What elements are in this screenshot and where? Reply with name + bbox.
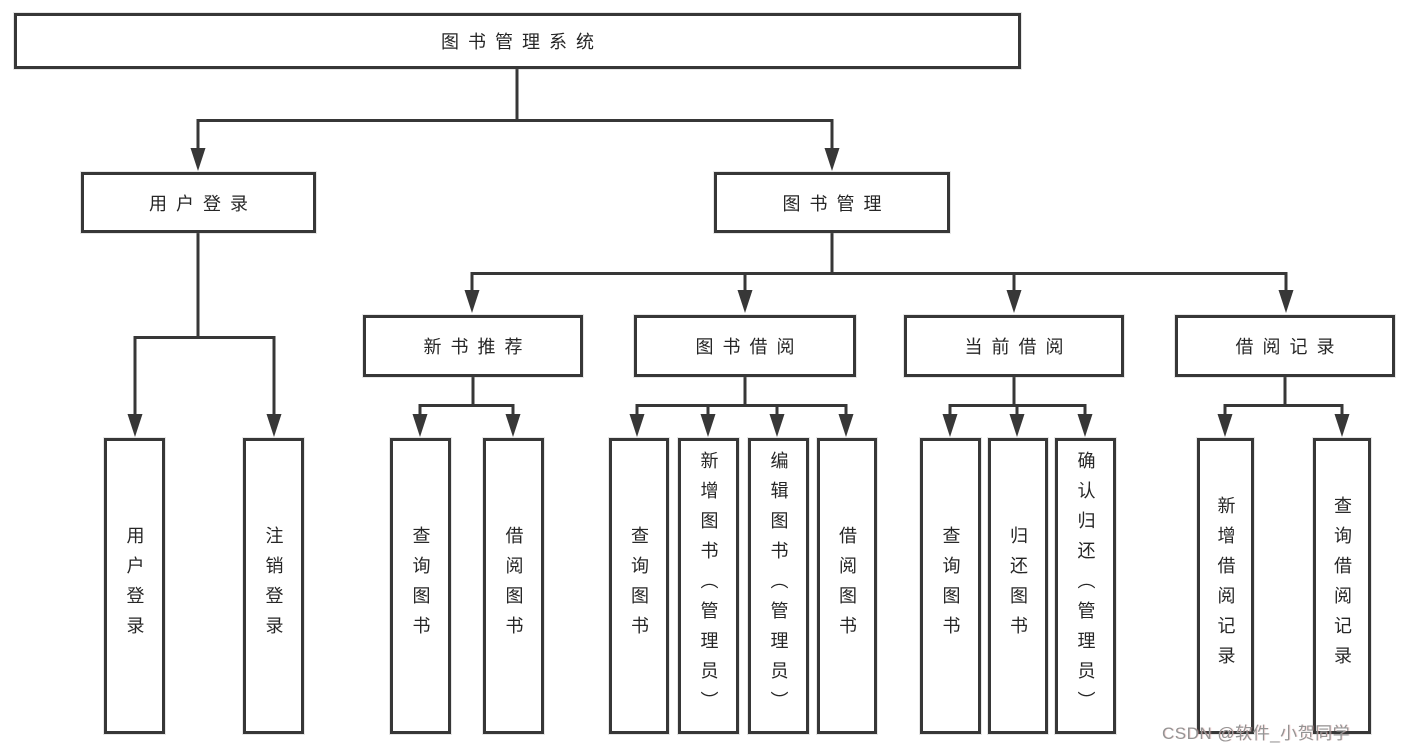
arrowhead bbox=[737, 290, 753, 313]
node-label: 查询借阅记录 bbox=[1332, 496, 1352, 676]
leaf-borrow-books: 借阅图书 bbox=[817, 438, 877, 734]
node-label: 查询图书 bbox=[410, 526, 431, 646]
arrowhead bbox=[1334, 414, 1350, 437]
leaf-edit-book-admin: 编辑图书（管理员） bbox=[748, 438, 809, 734]
node-user-login: 用户登录 bbox=[81, 172, 316, 233]
arrowhead bbox=[505, 414, 521, 437]
edge-bookborrow-to-leaves bbox=[635, 377, 848, 416]
arrowhead bbox=[1278, 290, 1294, 313]
node-label: 新增借阅记录 bbox=[1215, 496, 1236, 676]
leaf-borrow-books-recommend: 借阅图书 bbox=[483, 438, 544, 734]
node-label: 编辑图书（管理员） bbox=[768, 451, 789, 721]
node-label: 新增图书（管理员） bbox=[698, 451, 719, 721]
node-book-management: 图书管理 bbox=[714, 172, 950, 233]
edge-root-to-level1 bbox=[196, 68, 834, 150]
arrowhead bbox=[412, 414, 428, 437]
arrowhead bbox=[942, 414, 958, 437]
arrowhead bbox=[1009, 414, 1025, 437]
arrowhead bbox=[838, 414, 854, 437]
arrowhead bbox=[464, 290, 480, 313]
edge-bookmgmt-to-level2 bbox=[470, 233, 1288, 292]
leaf-query-books-recommend: 查询图书 bbox=[390, 438, 451, 734]
arrowhead bbox=[1006, 290, 1022, 313]
node-book-borrowing: 图书借阅 bbox=[634, 315, 856, 377]
leaf-query-books-borrowing: 查询图书 bbox=[609, 438, 669, 734]
node-label: 用户登录 bbox=[124, 526, 145, 646]
arrowhead bbox=[127, 414, 143, 437]
edge-userlogin-to-leaves bbox=[133, 233, 276, 416]
arrowhead bbox=[700, 414, 716, 437]
leaf-user-login: 用户登录 bbox=[104, 438, 165, 734]
arrowhead bbox=[190, 148, 206, 171]
node-label: 借阅图书 bbox=[503, 526, 524, 646]
arrowhead bbox=[769, 414, 785, 437]
node-borrow-records: 借阅记录 bbox=[1175, 315, 1395, 377]
node-label: 查询图书 bbox=[629, 526, 649, 646]
leaf-confirm-return-admin: 确认归还（管理员） bbox=[1055, 438, 1116, 734]
node-label: 注销登录 bbox=[263, 526, 284, 646]
node-current-borrowing: 当前借阅 bbox=[904, 315, 1124, 377]
node-new-book-recommend: 新书推荐 bbox=[363, 315, 583, 377]
arrowhead bbox=[266, 414, 282, 437]
leaf-query-borrow-record: 查询借阅记录 bbox=[1313, 438, 1371, 734]
leaf-add-borrow-record: 新增借阅记录 bbox=[1197, 438, 1254, 734]
arrowhead bbox=[1077, 414, 1093, 437]
node-label: 借阅图书 bbox=[837, 526, 857, 646]
leaf-return-books: 归还图书 bbox=[988, 438, 1048, 734]
node-label: 当前借阅 bbox=[964, 337, 1073, 357]
arrowhead bbox=[1217, 414, 1233, 437]
node-label: 用户登录 bbox=[149, 193, 257, 214]
leaf-add-book-admin: 新增图书（管理员） bbox=[678, 438, 739, 734]
node-library-system: 图书管理系统 bbox=[14, 13, 1021, 69]
leaf-query-books-current: 查询图书 bbox=[920, 438, 981, 734]
node-label: 图书管理 bbox=[782, 193, 891, 214]
node-label: 图书借阅 bbox=[695, 337, 804, 357]
arrowhead bbox=[629, 414, 645, 437]
arrowhead bbox=[824, 148, 840, 171]
node-label: 新书推荐 bbox=[423, 337, 532, 357]
edge-newbook-to-leaves bbox=[418, 377, 515, 416]
edge-currentborrow-to-leaves bbox=[948, 377, 1087, 416]
node-label: 确认归还（管理员） bbox=[1075, 451, 1096, 721]
edge-borrowrecord-to-leaves bbox=[1223, 377, 1344, 416]
node-label: 查询图书 bbox=[940, 526, 961, 646]
leaf-logout: 注销登录 bbox=[243, 438, 304, 734]
csdn-watermark: CSDN @软件_小贺同学 bbox=[1162, 724, 1351, 743]
node-label: 借阅记录 bbox=[1235, 337, 1344, 357]
node-label: 归还图书 bbox=[1008, 526, 1028, 646]
node-label: 图书管理系统 bbox=[441, 32, 603, 52]
